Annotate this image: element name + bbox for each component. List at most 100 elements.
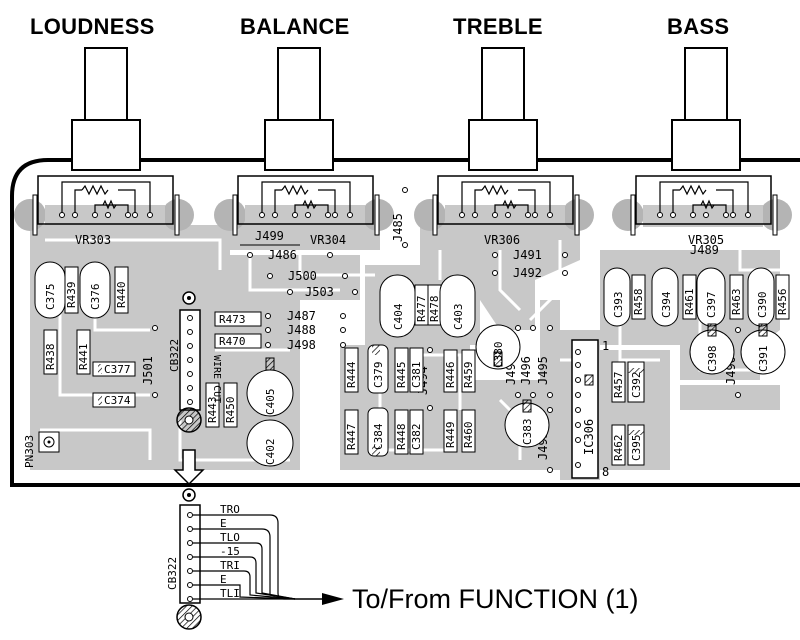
capacitor-c404: C404	[379, 274, 416, 338]
svg-text:R458: R458	[632, 289, 645, 316]
svg-text:C374: C374	[104, 394, 131, 407]
capacitor-c390: C390	[747, 267, 775, 327]
cb322-board-connector: CB322 WIRE CUT	[168, 291, 222, 433]
jumper-j485: J485	[391, 187, 408, 248]
cb322-cable-label: CB322	[166, 557, 179, 590]
svg-text:R459: R459	[462, 362, 475, 389]
pot-label-vr303: VR303	[75, 233, 111, 247]
svg-text:C405: C405	[264, 389, 277, 416]
svg-text:C376: C376	[89, 284, 102, 311]
capacitor-c402: C402	[246, 419, 294, 467]
svg-text:C395: C395	[630, 435, 643, 462]
svg-text:R438: R438	[44, 344, 57, 371]
ic306-pin8-label: 8	[602, 465, 609, 479]
svg-text:C379: C379	[372, 362, 385, 389]
jumper-j487: J487	[265, 309, 346, 323]
capacitor-c397: C397	[696, 267, 726, 327]
svg-text:R450: R450	[224, 397, 237, 424]
capacitor-c374: C374	[92, 392, 136, 408]
svg-text:J496: J496	[519, 356, 533, 385]
destination-label: To/From FUNCTION (1)	[352, 584, 639, 614]
svg-text:C390: C390	[756, 292, 769, 319]
pot-label-vr306: VR306	[484, 233, 520, 247]
resistor-r438: R438	[43, 329, 58, 375]
svg-text:C393: C393	[612, 292, 625, 319]
svg-text:C402: C402	[264, 439, 277, 466]
jumper-j500: J500	[267, 269, 348, 283]
svg-text:R446: R446	[444, 362, 457, 389]
jumper-j488: J488	[265, 323, 346, 337]
resistor-r448: R448	[394, 409, 409, 455]
capacitor-c393: C393	[603, 267, 631, 327]
resistor-r461: R461	[682, 274, 697, 320]
capacitor-c395: C395	[627, 424, 645, 466]
jumper-j503: J503	[287, 285, 358, 299]
resistor-r443: R443	[205, 382, 220, 428]
svg-text:J499: J499	[255, 229, 284, 243]
cable-wires	[193, 514, 296, 600]
cable-signal-tro: TRO	[220, 503, 240, 516]
ic306-pin1-label: 1	[602, 339, 609, 353]
jumper-j499: J499	[240, 229, 300, 246]
capacitor-c398: C398	[689, 323, 735, 375]
cable-signal-e1: E	[220, 517, 227, 530]
capacitor-c392: C392	[627, 361, 645, 403]
resistor-r462: R462	[611, 424, 626, 466]
resistor-r456: R456	[775, 274, 790, 320]
jumper-j496: J496	[519, 325, 536, 398]
resistor-r477: R477	[414, 284, 429, 326]
svg-text:C384: C384	[372, 423, 385, 450]
cb322-cable-connector: CB322 TRO E TLO -15 TRI E TLI	[166, 488, 344, 630]
down-arrow-icon	[173, 449, 205, 486]
resistor-r478: R478	[427, 284, 442, 326]
svg-text:R441: R441	[77, 344, 90, 371]
jumper-j486: J486	[247, 248, 333, 262]
svg-text:R440: R440	[115, 282, 128, 309]
balance-heading: BALANCE	[240, 14, 350, 39]
svg-text:J487: J487	[287, 309, 316, 323]
svg-text:C397: C397	[705, 292, 718, 319]
cable-signal-tli: TLI	[220, 587, 240, 600]
cable-signal-tri: TRI	[220, 559, 240, 572]
pot-label-vr304: VR304	[310, 233, 346, 247]
svg-text:R443: R443	[206, 397, 219, 424]
jumper-j495: J495	[536, 325, 553, 398]
potentiometers	[14, 175, 793, 236]
capacitor-c394: C394	[651, 267, 679, 327]
svg-text:R463: R463	[730, 289, 743, 316]
svg-text:C375: C375	[44, 284, 57, 311]
svg-text:J500: J500	[288, 269, 317, 283]
svg-text:R477: R477	[415, 296, 428, 323]
svg-text:J488: J488	[287, 323, 316, 337]
capacitor-c382: C382	[409, 409, 424, 455]
cable-signal-minus15: -15	[220, 545, 240, 558]
svg-text:C377: C377	[104, 363, 131, 376]
ic306-label: IC306	[582, 419, 596, 455]
svg-text:R448: R448	[395, 424, 408, 451]
svg-text:J495: J495	[536, 356, 550, 385]
pot-label-vr305: VR305	[688, 233, 724, 247]
capacitor-c391: C391	[740, 323, 786, 375]
svg-text:R449: R449	[444, 422, 457, 449]
capacitor-c381: C381	[409, 347, 424, 393]
svg-text:R460: R460	[462, 422, 475, 449]
svg-text:R457: R457	[612, 372, 625, 399]
svg-text:C380: C380	[492, 342, 505, 369]
svg-text:J485: J485	[391, 213, 405, 242]
cable-signal-e2: E	[220, 573, 227, 586]
svg-text:J501: J501	[141, 356, 155, 385]
resistor-r449: R449	[443, 409, 458, 453]
svg-text:C394: C394	[660, 291, 673, 318]
resistor-r441: R441	[76, 329, 91, 375]
loudness-heading: LOUDNESS	[30, 14, 155, 39]
resistor-r458: R458	[631, 274, 646, 320]
resistor-r460: R460	[461, 409, 476, 453]
svg-text:R461: R461	[683, 289, 696, 316]
svg-text:C382: C382	[410, 424, 423, 451]
svg-text:J491: J491	[513, 248, 542, 262]
svg-text:C383: C383	[521, 419, 534, 446]
svg-text:J489: J489	[690, 243, 719, 257]
svg-text:R439: R439	[65, 282, 78, 309]
